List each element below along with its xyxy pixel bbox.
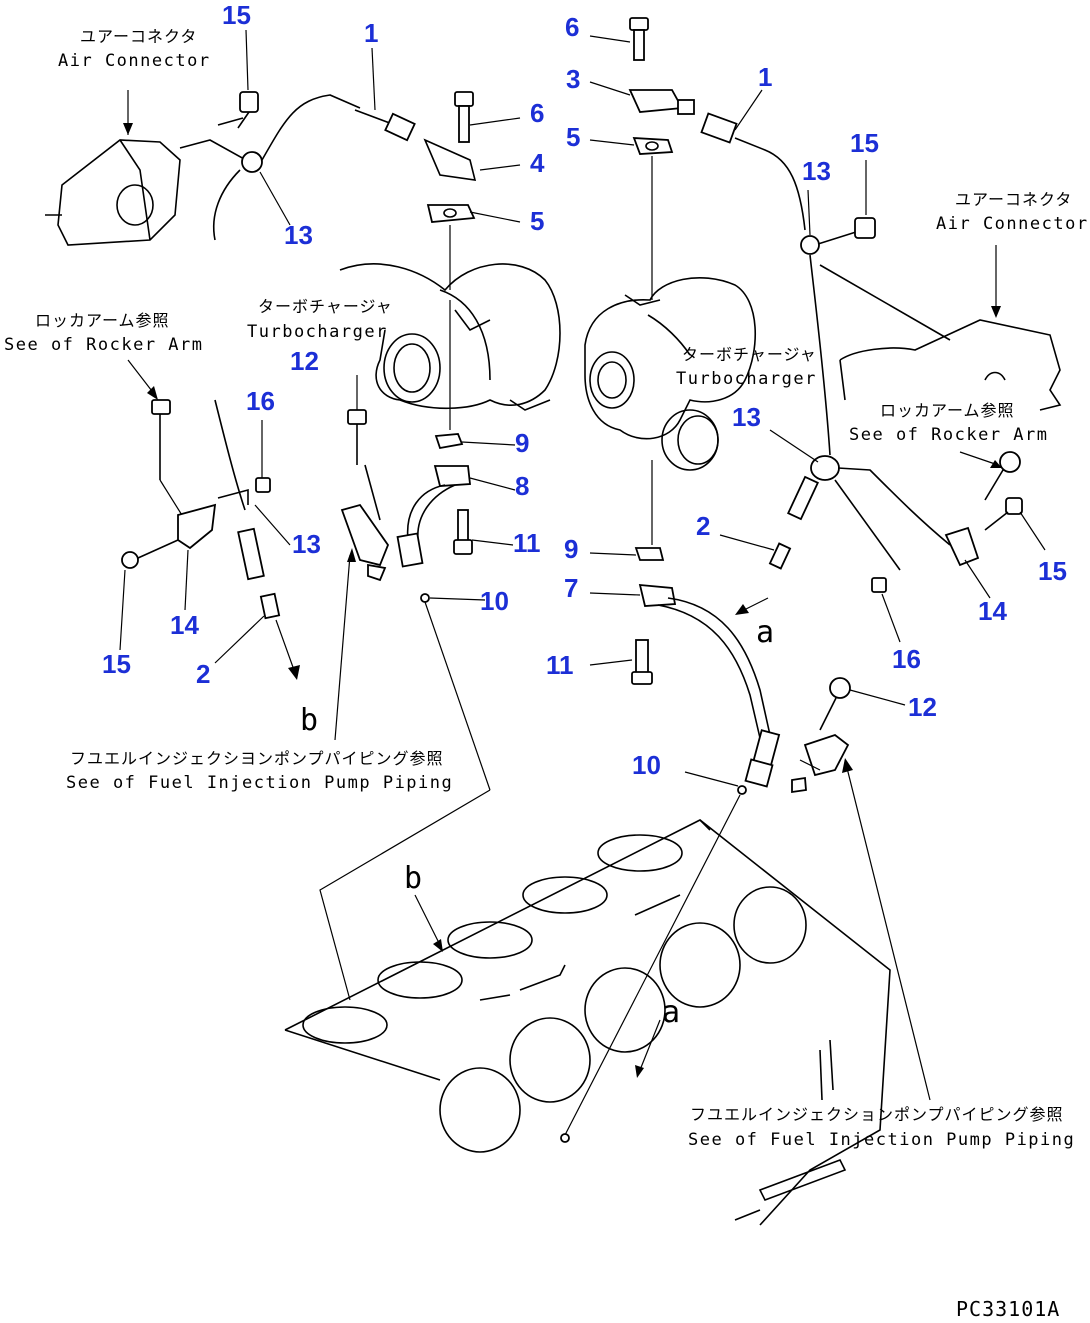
callout-11: 11 [513,528,541,558]
fuel-left-en: See of Fuel Injection Pump Piping [66,773,453,793]
left-fuel-leaders [319,548,661,1078]
turbo-left-en: Turbocharger [247,322,388,342]
drawing-code: PC33101A [956,1297,1060,1321]
callout-12: 12 [908,692,937,722]
callout-9: 9 [564,534,578,564]
air-connector-right-en: Air Connector [936,214,1089,234]
callout-7: 7 [564,573,578,603]
callout-2: 2 [696,511,710,541]
left-lower-parts [121,359,300,680]
callout-16: 16 [892,644,921,674]
callout-15: 15 [102,649,131,679]
left-bracket [340,409,390,582]
callout-5: 5 [530,206,544,236]
callout-13: 13 [292,529,321,559]
callout-8: 8 [515,471,529,501]
callout-14: 14 [170,610,199,640]
fuel-left-jp: フユエルインジェクシヨンポンプパイピング参照 [70,749,444,768]
callout-4: 4 [530,148,545,178]
text-notes: ユアーコネクタ Air Connector ユアーコネクタ Air Connec… [4,27,1089,1321]
turbo-right-en: Turbocharger [676,369,817,389]
right-turbocharger [584,277,757,545]
left-air-connector [45,90,181,246]
callout-15: 15 [850,128,879,158]
bolt-6-left [454,91,474,143]
rocker-right-en: See of Rocker Arm [849,425,1049,445]
callout-3: 3 [566,64,580,94]
callout-5: 5 [566,122,580,152]
rocker-left-en: See of Rocker Arm [4,335,204,355]
callout-numbers: 15 1 6 3 1 6 4 5 5 13 13 15 12 16 9 8 13… [102,0,1067,780]
letter-b-left: b [300,703,318,738]
air-connector-right-jp: ユアーコネクタ [955,190,1072,209]
right-air-connector [819,245,1062,411]
rocker-left-jp: ロッカアーム参照 [35,311,170,330]
turbo-left-jp: ターボチャージャ [258,297,393,316]
letter-a-pipe: a [756,615,774,650]
right-lower-parts [768,451,1023,593]
callout-10: 10 [480,586,509,616]
right-oil-return [560,547,781,1143]
engine-block [284,819,891,1226]
rocker-right-jp: ロッカアーム参照 [880,401,1015,420]
letter-b-block: b [404,861,422,896]
air-connector-left-jp: ユアーコネクタ [80,27,197,46]
callout-16: 16 [246,386,275,416]
callout-6: 6 [530,98,544,128]
callout-13: 13 [802,156,831,186]
left-oil-return [396,433,491,791]
callout-15: 15 [222,0,251,30]
letter-a-block: a [662,995,680,1030]
callout-leaders [119,29,1046,787]
callout-6: 6 [565,12,579,42]
callout-14: 14 [978,596,1007,626]
gasket-5-left [426,204,476,290]
right-pump-bracket [791,677,931,1101]
left-top-piping [179,91,477,511]
air-connector-left-en: Air Connector [58,51,211,71]
callout-1: 1 [758,62,772,92]
callout-12: 12 [290,346,319,376]
callout-2: 2 [196,659,210,689]
callout-13: 13 [284,220,313,250]
callout-10: 10 [632,750,661,780]
right-top-parts [628,17,876,456]
left-turbocharger [339,263,561,430]
callout-13: 13 [732,402,761,432]
turbo-right-jp: ターボチャージャ [682,345,817,364]
callout-9: 9 [515,428,529,458]
callout-11: 11 [546,650,574,680]
callout-15: 15 [1038,556,1067,586]
fuel-right-jp: フユエルインジェクションポンプパイピング参照 [690,1105,1064,1124]
callout-1: 1 [364,18,378,48]
fuel-right-en: See of Fuel Injection Pump Piping [688,1130,1075,1150]
